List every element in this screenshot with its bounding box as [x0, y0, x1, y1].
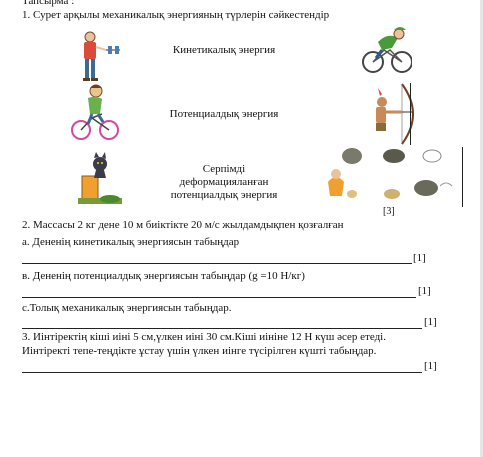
answer-line-b[interactable] — [22, 297, 416, 298]
divider-line — [410, 83, 411, 145]
task2-part-b: в. Дененің потенциалдық энергиясын табың… — [22, 270, 305, 282]
answer-line-task3[interactable] — [22, 372, 422, 373]
page-edge — [480, 0, 483, 457]
potential-energy-label: Потенциалдық энергия — [169, 108, 279, 120]
person-riding-bicycle-icon — [71, 84, 119, 140]
elastic-energy-label-line1: Серпімді — [202, 163, 246, 175]
elastic-energy-label-line2: деформацияланған — [179, 176, 269, 188]
task3-score: [1] — [424, 360, 437, 372]
cyclist-icon — [362, 27, 412, 73]
cat-on-tree-stump-icon — [78, 152, 122, 204]
kinetic-energy-label: Кинетикалық энергия — [172, 44, 276, 56]
answer-line-c[interactable] — [22, 328, 422, 329]
task3-line1: 3. Иінтіректің кіші иіні 5 см,үлкен иіні… — [22, 331, 386, 343]
task2-a-score: [1] — [413, 252, 426, 264]
person-pulling-rope-icon — [83, 31, 120, 81]
task1-score: [3] — [383, 206, 395, 217]
elastic-energy-label-line3: потенциалдық энергия — [170, 189, 278, 201]
task-header-label: Тапсырма : — [22, 0, 75, 7]
task2-b-score: [1] — [418, 285, 431, 297]
answer-line-a[interactable] — [22, 263, 412, 264]
task1-question: 1. Сурет арқылы механикалық энергияның т… — [22, 9, 330, 21]
falling-stones-icon — [328, 148, 453, 199]
task2-part-a: а. Дененің кинетикалық энергиясын табыңд… — [22, 236, 240, 248]
divider-line — [462, 147, 463, 207]
task2-intro: 2. Массасы 2 кг дене 10 м биіктікте 20 м… — [22, 219, 344, 231]
task2-c-score: [1] — [424, 316, 437, 328]
task3-line2: Иінтіректі тепе-теңдікте ұстау үшін үлке… — [22, 345, 377, 357]
task2-part-c: с.Толық механикалық энергиясын табыңдар. — [22, 302, 232, 314]
archer-drawing-bow-icon — [376, 83, 414, 145]
